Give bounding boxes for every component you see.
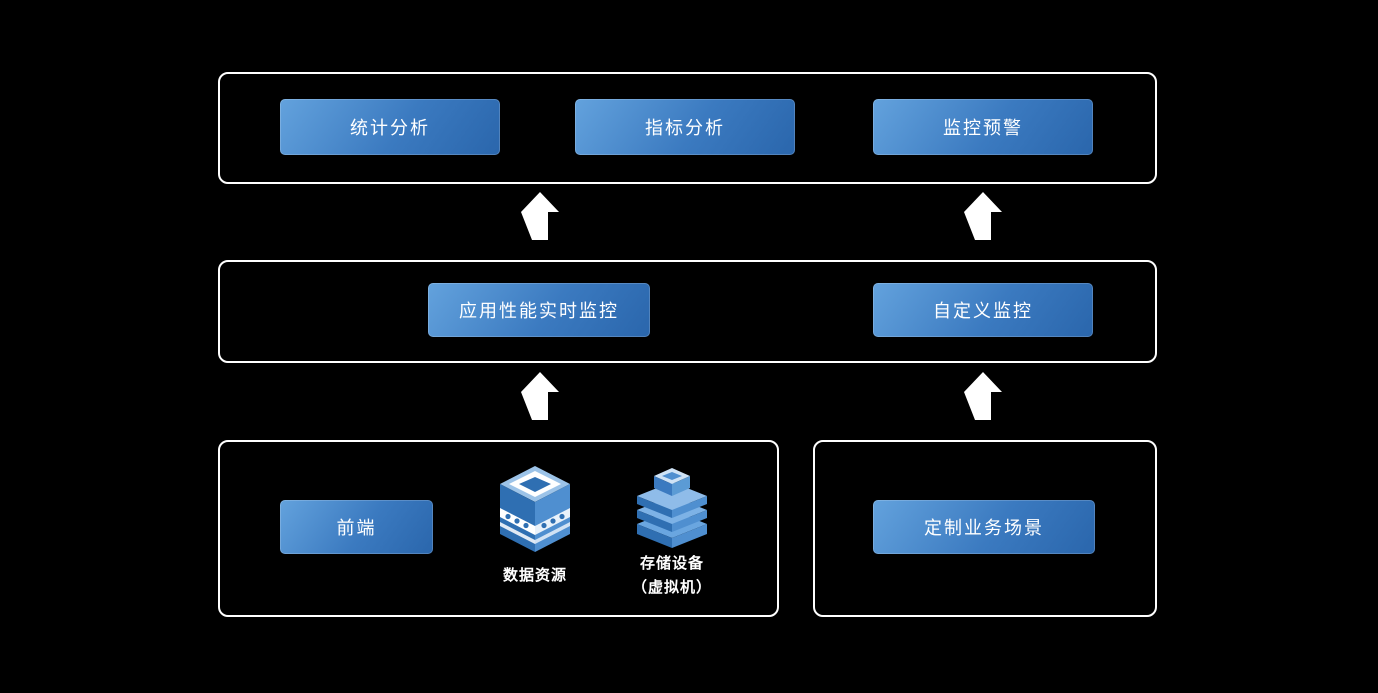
up-arrow-monitoring-to-analysis-right [964, 192, 1002, 240]
node-custom-monitoring: 自定义监控 [873, 283, 1093, 337]
storage-device-label-line1: 存储设备 [639, 555, 704, 572]
data-resource-icon [496, 464, 574, 559]
database-cube-icon [500, 466, 570, 552]
up-arrow-sources-to-monitoring-left [521, 372, 559, 420]
up-arrow-monitoring-to-analysis-left [521, 192, 559, 240]
monitoring-layer-panel [218, 260, 1157, 363]
node-app-performance-realtime-monitoring: 应用性能实时监控 [428, 283, 650, 337]
up-arrow-icon [521, 372, 559, 420]
up-arrow-icon [964, 192, 1002, 240]
up-arrow-icon [521, 192, 559, 240]
node-indicator-analysis: 指标分析 [575, 99, 795, 155]
node-custom-business-scenario: 定制业务场景 [873, 500, 1095, 554]
sources-left-panel [218, 440, 779, 617]
storage-device-icon [633, 466, 711, 555]
storage-device-label-line2: （虚拟机） [631, 579, 712, 596]
data-resource-label: 数据资源 [502, 567, 567, 584]
node-monitoring-alert: 监控预警 [873, 99, 1093, 155]
storage-stack-icon [637, 468, 707, 548]
up-arrow-icon [964, 372, 1002, 420]
sources-right-panel [813, 440, 1157, 617]
analysis-layer-panel [218, 72, 1157, 184]
up-arrow-sources-to-monitoring-right [964, 372, 1002, 420]
node-statistical-analysis: 统计分析 [280, 99, 500, 155]
node-front-end: 前端 [280, 500, 433, 554]
